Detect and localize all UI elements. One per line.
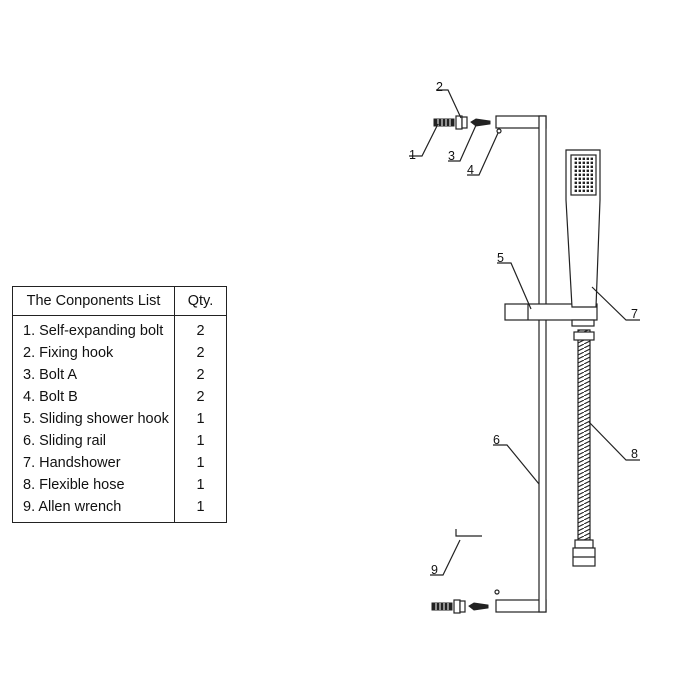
component-name: 4. Bolt B <box>12 386 175 408</box>
header-qty: Qty. <box>174 286 227 316</box>
component-name: 3. Bolt A <box>12 364 175 386</box>
callout-5: 5 <box>497 251 504 265</box>
component-name: 1. Self-expanding bolt <box>12 315 175 342</box>
components-list-table: The Conponents List Qty. 1. Self-expandi… <box>12 286 227 523</box>
component-name: 9. Allen wrench <box>12 496 175 523</box>
component-qty: 1 <box>174 430 227 452</box>
component-qty: 2 <box>174 315 227 342</box>
bottom-fixing-set <box>431 589 500 614</box>
sliding-rail-icon <box>495 115 547 613</box>
component-name: 5. Sliding shower hook <box>12 408 175 430</box>
component-qty: 2 <box>174 386 227 408</box>
callout-3: 3 <box>448 149 455 163</box>
component-qty: 1 <box>174 408 227 430</box>
component-qty: 1 <box>174 474 227 496</box>
bolt-b-icon <box>496 128 502 134</box>
leader-lines <box>409 89 640 576</box>
fixing-hook-icon <box>455 115 468 130</box>
fixing-hook-icon <box>453 599 466 614</box>
callout-1: 1 <box>409 148 416 162</box>
component-qty: 2 <box>174 342 227 364</box>
component-name: 7. Handshower <box>12 452 175 474</box>
callout-6: 6 <box>493 433 500 447</box>
bolt-a-icon <box>468 602 489 611</box>
bolt-b-icon <box>494 589 500 595</box>
callout-9: 9 <box>431 563 438 577</box>
component-name: 6. Sliding rail <box>12 430 175 452</box>
component-qty: 1 <box>174 496 227 523</box>
table-header-row: The Conponents List Qty. <box>12 286 227 316</box>
component-name: 8. Flexible hose <box>12 474 175 496</box>
callout-numbers: 1 2 3 4 5 6 7 8 9 <box>409 80 638 577</box>
bolt-a-icon <box>470 118 491 127</box>
header-components: The Conponents List <box>12 286 175 316</box>
component-qty: 2 <box>174 364 227 386</box>
callout-7: 7 <box>631 307 638 321</box>
self-expanding-bolt-icon <box>431 602 453 611</box>
sliding-shower-hook-icon <box>504 303 598 327</box>
handshower-icon <box>565 149 601 308</box>
allen-wrench-icon <box>455 529 482 537</box>
self-expanding-bolt-icon <box>433 118 455 127</box>
callout-4: 4 <box>467 163 474 177</box>
top-fixing-set <box>433 115 502 134</box>
flexible-hose-icon <box>572 329 596 567</box>
component-qty: 1 <box>174 452 227 474</box>
callout-8: 8 <box>631 447 638 461</box>
callout-2: 2 <box>436 80 443 94</box>
component-name: 2. Fixing hook <box>12 342 175 364</box>
